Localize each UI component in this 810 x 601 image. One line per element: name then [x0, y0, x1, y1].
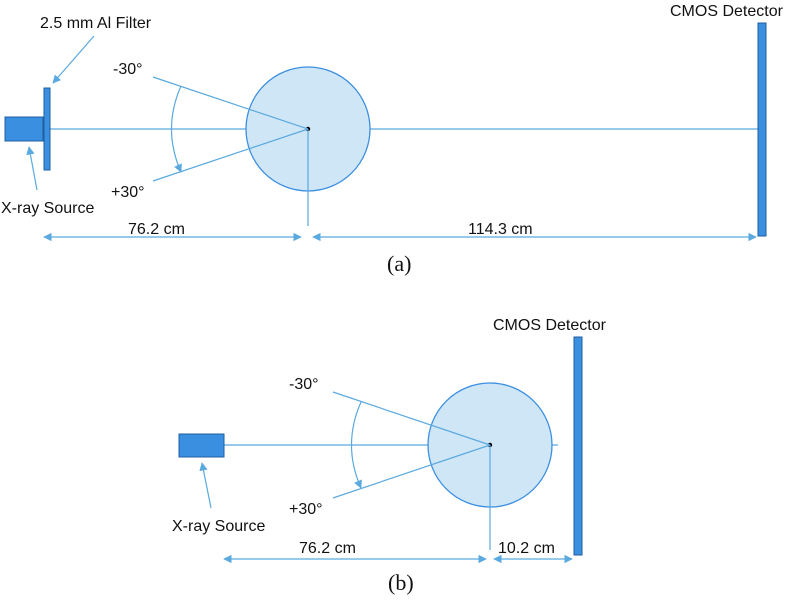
- angle-arc-b: [350, 401, 362, 489]
- distance-detector-label-b: 10.2 cm: [498, 540, 555, 557]
- angle-neg-label-b: -30°: [289, 376, 319, 393]
- distance-detector-label-a: 114.3 cm: [468, 221, 533, 238]
- angle-pos-label-a: +30°: [111, 184, 145, 201]
- panel-b: CMOS Detector -30° +30° X-ray Source 76.…: [172, 317, 607, 595]
- cmos-detector-b: [573, 336, 583, 556]
- al-filter-a: [43, 87, 51, 171]
- xray-source-a: [4, 116, 44, 142]
- source-leader-b: [199, 462, 212, 509]
- distance-source-label-a: 76.2 cm: [128, 221, 185, 238]
- ray-minus30-b: [332, 391, 491, 446]
- angle-neg-label-a: -30°: [113, 61, 143, 78]
- cmos-detector-a: [757, 22, 767, 237]
- xray-source-b: [178, 433, 225, 458]
- angle-pos-label-b: +30°: [289, 501, 323, 518]
- caption-b: (b): [388, 570, 414, 595]
- detector-label-a: CMOS Detector: [670, 3, 784, 20]
- filter-label-a: 2.5 mm Al Filter: [40, 15, 152, 32]
- source-leader-a: [26, 146, 38, 191]
- caption-a: (a): [387, 251, 411, 276]
- filter-leader-a: [52, 35, 95, 84]
- source-label-a: X-ray Source: [1, 200, 94, 217]
- ray-plus30-b: [332, 444, 491, 499]
- ray-minus30-a: [152, 76, 309, 130]
- panel-a: 2.5 mm Al Filter CMOS Detector -30° +30°…: [1, 3, 784, 276]
- distance-source-label-b: 76.2 cm: [299, 540, 356, 557]
- angle-arc-a: [170, 85, 182, 173]
- source-label-b: X-ray Source: [172, 518, 265, 535]
- detector-label-b: CMOS Detector: [493, 317, 607, 334]
